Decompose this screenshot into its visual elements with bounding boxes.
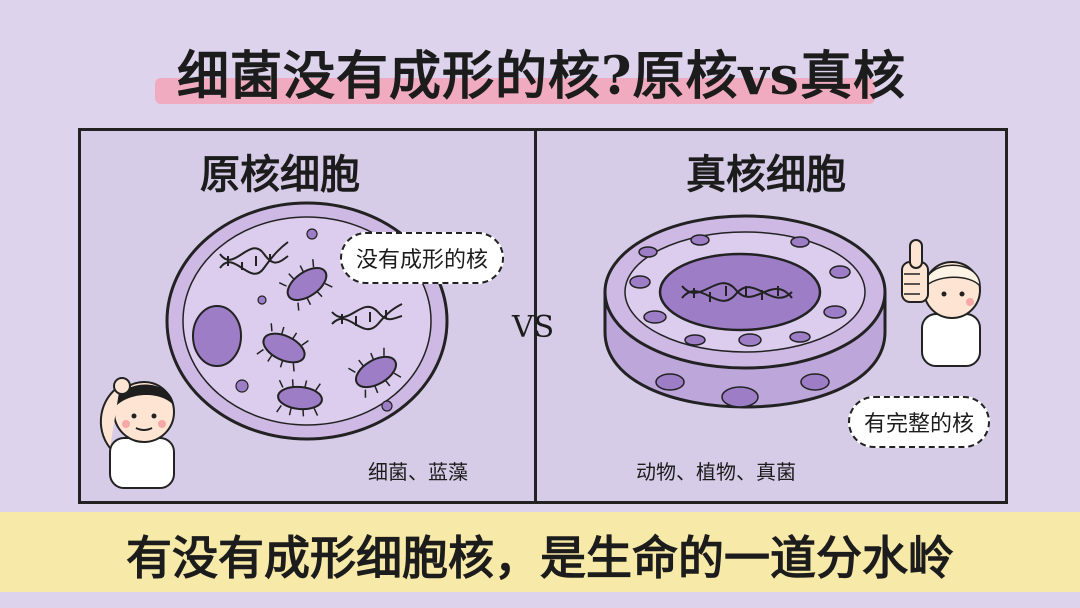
prokaryote-examples: 细菌、蓝藻 — [368, 460, 468, 484]
nucleoid-blob — [192, 305, 242, 367]
eukaryote-examples: 动物、植物、真菌 — [636, 460, 796, 484]
thumbs-up-kid-illustration — [901, 239, 981, 367]
prokaryote-speech-bubble: 没有成形的核 — [340, 232, 505, 284]
panel-divider — [534, 128, 537, 504]
dna-strand-icon — [331, 303, 403, 331]
eukaryote-speech-bubble: 有完整的核 — [848, 396, 991, 448]
dna-strand-icon — [681, 282, 793, 302]
title-highlight — [155, 78, 875, 104]
bacterium-icon — [256, 323, 309, 372]
bacterium-icon — [278, 259, 333, 311]
conclusion-text: 有没有成形细胞核，是生命的一道分水岭 — [126, 531, 954, 585]
bacterium-icon — [276, 379, 323, 417]
conclusion-banner: 有没有成形细胞核，是生命的一道分水岭 — [0, 512, 1080, 592]
dna-strand-icon — [219, 241, 289, 275]
bottom-strip — [0, 592, 1080, 608]
eukaryotic-cell-illustration — [603, 214, 887, 409]
nucleus — [658, 252, 822, 332]
vs-label: VS — [512, 310, 555, 345]
page-title: 细菌没有成形的核?原核vs真核 — [177, 46, 906, 107]
title-area: 细菌没有成形的核?原核vs真核 — [155, 30, 1035, 110]
confused-kid-illustration — [100, 377, 175, 489]
organelle-icon — [629, 234, 851, 408]
bacterium-icon — [348, 347, 402, 398]
prokaryote-heading: 原核细胞 — [200, 151, 360, 198]
thumbs-up-icon — [901, 239, 929, 303]
eukaryote-heading: 真核细胞 — [686, 151, 846, 198]
